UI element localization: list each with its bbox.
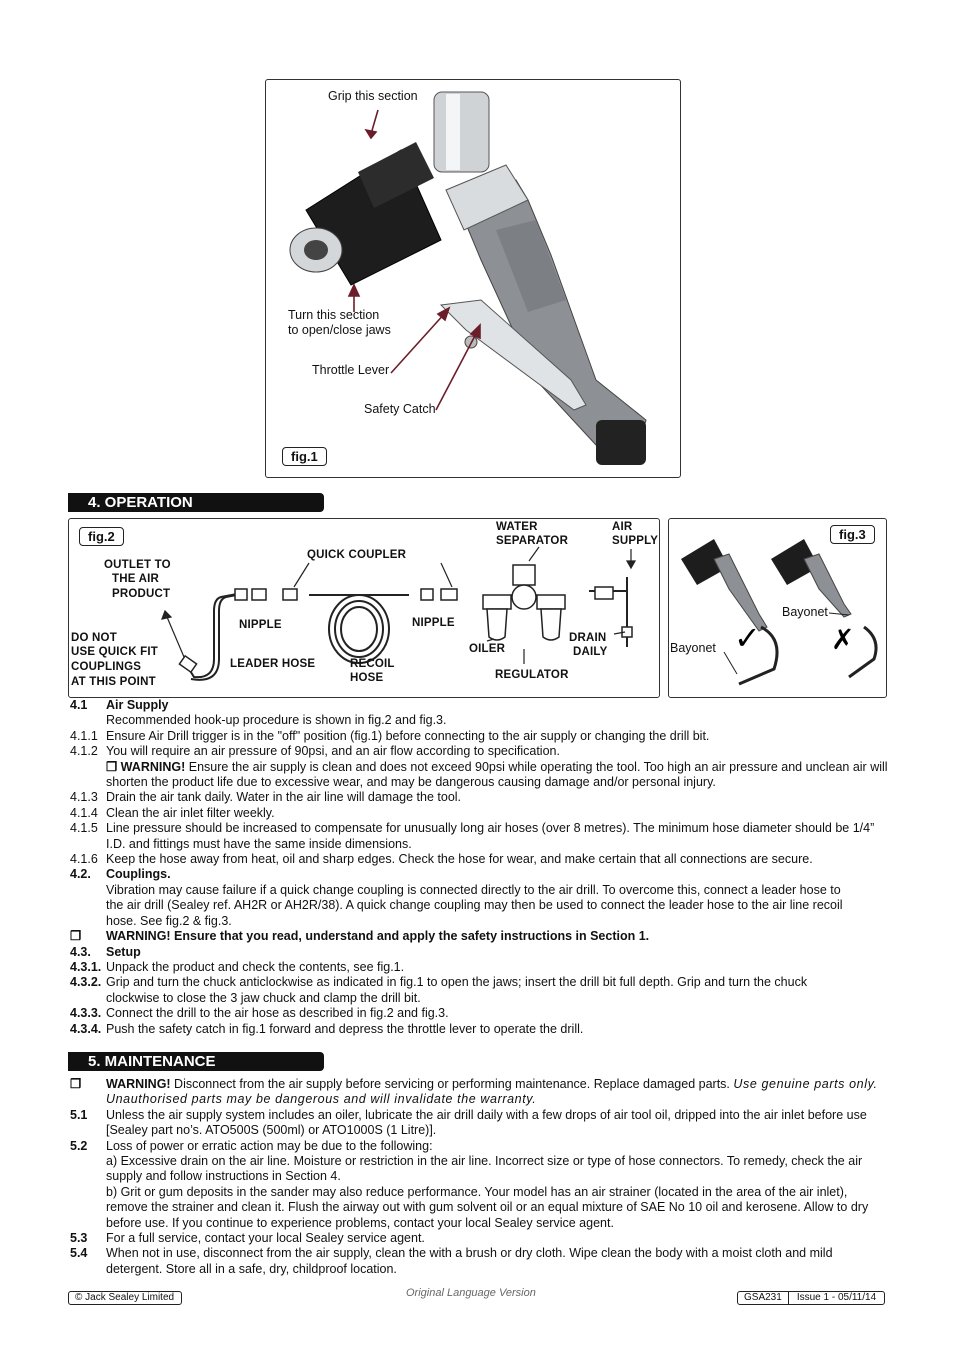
bayonet-right-label: Bayonet	[782, 605, 828, 619]
s413-text: Drain the air tank daily. Water in the a…	[106, 790, 462, 805]
s52b-text: b) Grit or gum deposits in the sander ma…	[106, 1184, 869, 1230]
bayonet-left-label: Bayonet	[670, 641, 716, 655]
turn-callout-line2: to open/close jaws	[288, 323, 391, 337]
s42-warning: WARNING! Ensure that you read, understan…	[106, 929, 650, 944]
fig3-panel: ✓ ✗ fig.3 Bayonet Bayonet	[668, 518, 887, 698]
water-separator-label-2: SEPARATOR	[496, 535, 569, 547]
outlet-label-3: PRODUCT	[112, 588, 171, 600]
issue-footer: GSA231 Issue 1 - 05/11/14	[737, 1291, 886, 1305]
safety-catch-callout: Safety Catch	[364, 402, 436, 416]
copyright-footer: © Jack Sealey Limited	[68, 1291, 182, 1305]
hookup-diagram	[161, 546, 637, 681]
s412-warning: ❐ WARNING! Ensure the air supply is clea…	[106, 759, 888, 790]
s432-text: Grip and turn the chuck anticlockwise as…	[106, 975, 808, 1005]
outlet-label-2: THE AIR	[112, 573, 159, 585]
product-code: GSA231	[738, 1292, 789, 1304]
maintenance-text: ❐ WARNING! Disconnect from the air supply…	[70, 1077, 890, 1277]
s414-text: Clean the air inlet filter weekly.	[106, 805, 275, 820]
donot-label-1: DO NOT	[71, 632, 117, 644]
maintenance-warning: WARNING! Disconnect from the air supply …	[106, 1077, 878, 1107]
s431-text: Unpack the product and check the content…	[106, 959, 405, 974]
cross-icon: ✗	[831, 623, 854, 656]
fig1-panel: Grip this section Turn this section to o…	[265, 79, 681, 478]
checkbox-icon: ❐	[70, 1077, 82, 1091]
fig2-panel: fig.2 OUTLET TO THE AIR PRODUCT DO NOT U…	[68, 518, 660, 698]
nipple-right-label: NIPPLE	[412, 617, 455, 629]
s53-text: For a full service, contact your local S…	[106, 1231, 425, 1246]
s42-text: Vibration may cause failure if a quick c…	[106, 882, 843, 928]
issue-date: Issue 1 - 05/11/14	[796, 1292, 877, 1303]
recoil-hose-label-2: HOSE	[350, 672, 384, 684]
s415-text: Line pressure should be increased to com…	[106, 821, 875, 851]
s51-text: Unless the air supply system includes an…	[106, 1107, 867, 1138]
air-supply-label-2: SUPPLY	[612, 535, 659, 547]
air-supply-heading: Air Supply	[106, 698, 169, 712]
quick-coupler-label: QUICK COUPLER	[307, 549, 407, 561]
turn-callout-line1: Turn this section	[288, 308, 380, 322]
donot-label-4: AT THIS POINT	[71, 676, 156, 688]
fig2-tag: fig.2	[79, 527, 124, 546]
drain-daily-label-2: DAILY	[573, 646, 608, 658]
fig3-tag: fig.3	[830, 525, 875, 544]
s412-text: You will require an air pressure of 90ps…	[106, 744, 560, 759]
water-separator-label-1: WATER	[496, 521, 538, 533]
bayonet-diagram: ✓ ✗	[681, 539, 878, 686]
air-supply-label-1: AIR	[612, 521, 633, 533]
s434-text: Push the safety catch in fig.1 forward a…	[106, 1021, 584, 1036]
s52-text: Loss of power or erratic action may be d…	[106, 1138, 433, 1153]
donot-label-2: USE QUICK FIT	[71, 646, 158, 658]
s41-text: Recommended hook-up procedure is shown i…	[106, 713, 447, 728]
recoil-hose-label-1: RECOIL	[350, 658, 395, 670]
s411-text: Ensure Air Drill trigger is in the "off"…	[106, 728, 710, 743]
air-drill-illustration	[289, 91, 647, 465]
s52a-text: a) Excessive drain on the air line. Mois…	[106, 1154, 863, 1184]
original-language-label: Original Language Version	[406, 1287, 536, 1299]
outlet-label-1: OUTLET TO	[104, 559, 171, 571]
donot-label-3: COUPLINGS	[71, 661, 142, 673]
section-4-heading: 4. OPERATION	[68, 493, 324, 512]
setup-heading: Setup	[106, 944, 141, 959]
fig1-tag: fig.1	[282, 447, 327, 466]
couplings-heading: Couplings.	[106, 867, 171, 882]
nipple-left-label: NIPPLE	[239, 619, 282, 631]
checkbox-icon: ❐	[70, 929, 82, 944]
tick-icon: ✓	[734, 619, 761, 657]
throttle-callout: Throttle Lever	[312, 363, 390, 377]
grip-callout: Grip this section	[328, 89, 418, 103]
section-5-heading: 5. MAINTENANCE	[68, 1052, 324, 1071]
drain-daily-label-1: DRAIN	[569, 632, 607, 644]
s416-text: Keep the hose away from heat, oil and sh…	[106, 852, 813, 867]
regulator-label: REGULATOR	[495, 669, 569, 681]
s54-text: When not in use, disconnect from the air…	[106, 1246, 833, 1276]
oiler-label: OILER	[469, 643, 506, 655]
leader-hose-label: LEADER HOSE	[230, 658, 316, 670]
s433-text: Connect the drill to the air hose as des…	[106, 1006, 449, 1021]
